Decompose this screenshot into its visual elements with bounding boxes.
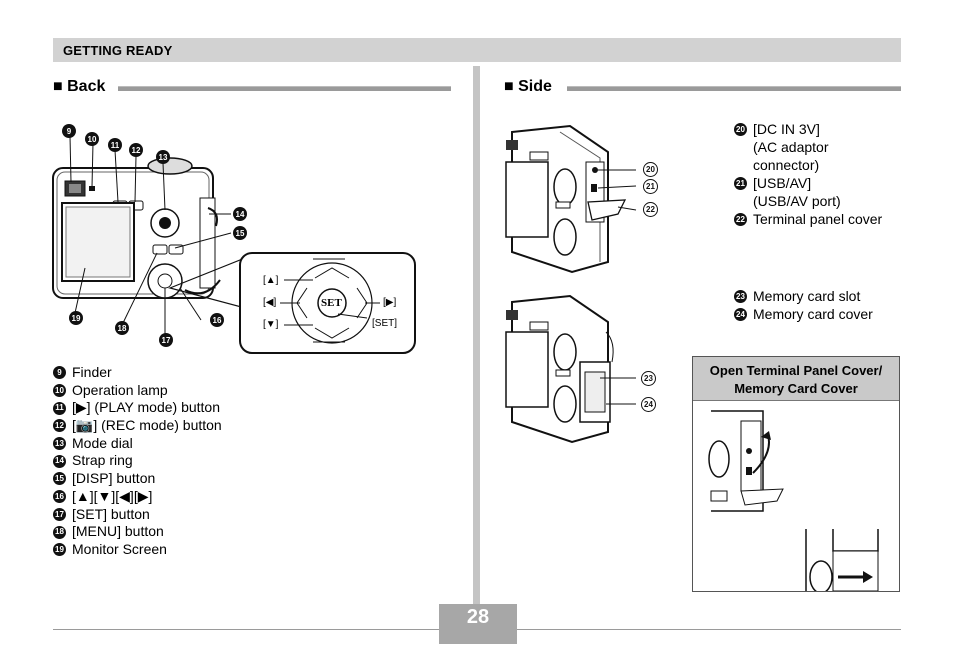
item-label: [DISP] button — [72, 470, 156, 487]
item-number: 23 — [734, 290, 747, 303]
dpad-set-center: SET — [321, 297, 342, 309]
camera-side-illustration-memory — [505, 294, 636, 444]
header-bar — [53, 38, 901, 62]
list-item: 19 Monitor Screen — [53, 541, 222, 559]
dpad-set-label: [SET] — [372, 318, 398, 329]
list-item: 21 [USB/AV] (USB/AV port) — [734, 174, 882, 210]
list-item: 11 [▶] (PLAY mode) button — [53, 399, 222, 417]
camera-side-illustration-terminal — [505, 124, 637, 274]
item-number: 16 — [53, 490, 66, 504]
callout-23: 23 — [641, 371, 656, 386]
callout-19: 19 — [69, 311, 83, 325]
list-item: 9 Finder — [53, 364, 222, 382]
callout-16: 16 — [210, 313, 224, 327]
list-item: 12 [📷] (REC mode) button — [53, 417, 222, 435]
item-number: 10 — [53, 384, 66, 398]
item-label: Operation lamp — [72, 381, 168, 398]
header-title: GETTING READY — [63, 43, 173, 58]
item-number: 11 — [53, 401, 66, 415]
callout-14: 14 — [233, 207, 247, 221]
item-number: 17 — [53, 507, 66, 521]
item-number: 24 — [734, 308, 747, 321]
callout-11: 11 — [108, 138, 122, 152]
list-item: 18 [MENU] button — [53, 523, 222, 541]
item-number: 15 — [53, 472, 66, 486]
page-number: 28 — [466, 606, 490, 628]
item-label: [▶] (PLAY mode) button — [72, 399, 220, 416]
tip-box-title: Open Terminal Panel Cover/ Memory Card C… — [693, 357, 899, 401]
item-label-line: (AC adaptor — [753, 139, 829, 155]
item-label: [USB/AV] — [753, 175, 812, 191]
callout-12: 12 — [129, 143, 143, 157]
item-label: Monitor Screen — [72, 540, 167, 557]
back-section-title: ■ Back — [53, 78, 106, 95]
callout-9: 9 — [62, 124, 76, 138]
back-title-rule — [118, 86, 451, 91]
dpad-up-label: [▲] — [263, 275, 279, 286]
list-item: 23 Memory card slot — [734, 287, 873, 305]
item-label: [MENU] button — [72, 523, 164, 540]
callout-22: 22 — [643, 202, 658, 217]
item-number: 13 — [53, 437, 66, 451]
item-label: Finder — [72, 364, 112, 380]
item-label: [▲][▼][◀][▶] — [72, 487, 153, 504]
back-parts-list: 9 Finder 10 Operation lamp 11 [▶] (PLAY mod… — [53, 364, 222, 559]
item-number: 18 — [53, 525, 66, 539]
side-parts-list-top: 20 [DC IN 3V] (AC adaptor connector) 21 [U… — [734, 120, 882, 228]
item-label: Mode dial — [72, 434, 133, 451]
item-number: 14 — [53, 454, 66, 468]
item-number: 20 — [734, 123, 747, 136]
callout-10: 10 — [85, 132, 99, 146]
callout-17: 17 — [159, 333, 173, 347]
page-number-box — [439, 604, 517, 644]
item-label: [📷] (REC mode) button — [72, 417, 222, 434]
list-item: 15 [DISP] button — [53, 470, 222, 488]
side-parts-list-bottom: 23 Memory card slot 24 Memory card cover — [734, 287, 873, 323]
list-item: 14 Strap ring — [53, 452, 222, 470]
item-number: 12 — [53, 419, 66, 433]
item-label: Strap ring — [72, 452, 133, 469]
item-label: Memory card slot — [753, 288, 861, 304]
item-number: 9 — [53, 366, 66, 380]
side-title-rule — [567, 86, 901, 91]
callout-13: 13 — [156, 150, 170, 164]
dpad-left-label: [◀] — [263, 297, 277, 308]
list-item: 24 Memory card cover — [734, 305, 873, 323]
list-item: 16 [▲][▼][◀][▶] — [53, 488, 222, 506]
callout-18: 18 — [115, 321, 129, 335]
camera-back-illustration — [52, 135, 416, 354]
list-item: 13 Mode dial — [53, 435, 222, 453]
tip-box-illustration — [708, 410, 879, 594]
item-label: [DC IN 3V] — [753, 121, 820, 137]
item-number: 19 — [53, 543, 66, 557]
item-number: 21 — [734, 177, 747, 190]
callout-20: 20 — [643, 162, 658, 177]
item-label-line: (USB/AV port) — [753, 193, 841, 209]
dpad-down-label: [▼] — [263, 319, 279, 330]
item-label: Terminal panel cover — [753, 211, 883, 227]
item-label-line: connector) — [753, 157, 820, 173]
list-item: 10 Operation lamp — [53, 382, 222, 400]
callout-15: 15 — [233, 226, 247, 240]
list-item: 22 Terminal panel cover — [734, 210, 882, 228]
list-item: 17 [SET] button — [53, 506, 222, 524]
tip-box: Open Terminal Panel Cover/ Memory Card C… — [692, 356, 900, 594]
callout-24: 24 — [641, 397, 656, 412]
item-label: Memory card cover — [753, 306, 873, 322]
side-section-title: ■ Side — [504, 78, 552, 95]
item-label: [SET] button — [72, 505, 150, 522]
column-divider — [473, 66, 480, 621]
dpad-right-label: [▶] — [383, 297, 397, 308]
list-item: 20 [DC IN 3V] (AC adaptor connector) — [734, 120, 882, 174]
item-number: 22 — [734, 213, 747, 226]
callout-21: 21 — [643, 179, 658, 194]
